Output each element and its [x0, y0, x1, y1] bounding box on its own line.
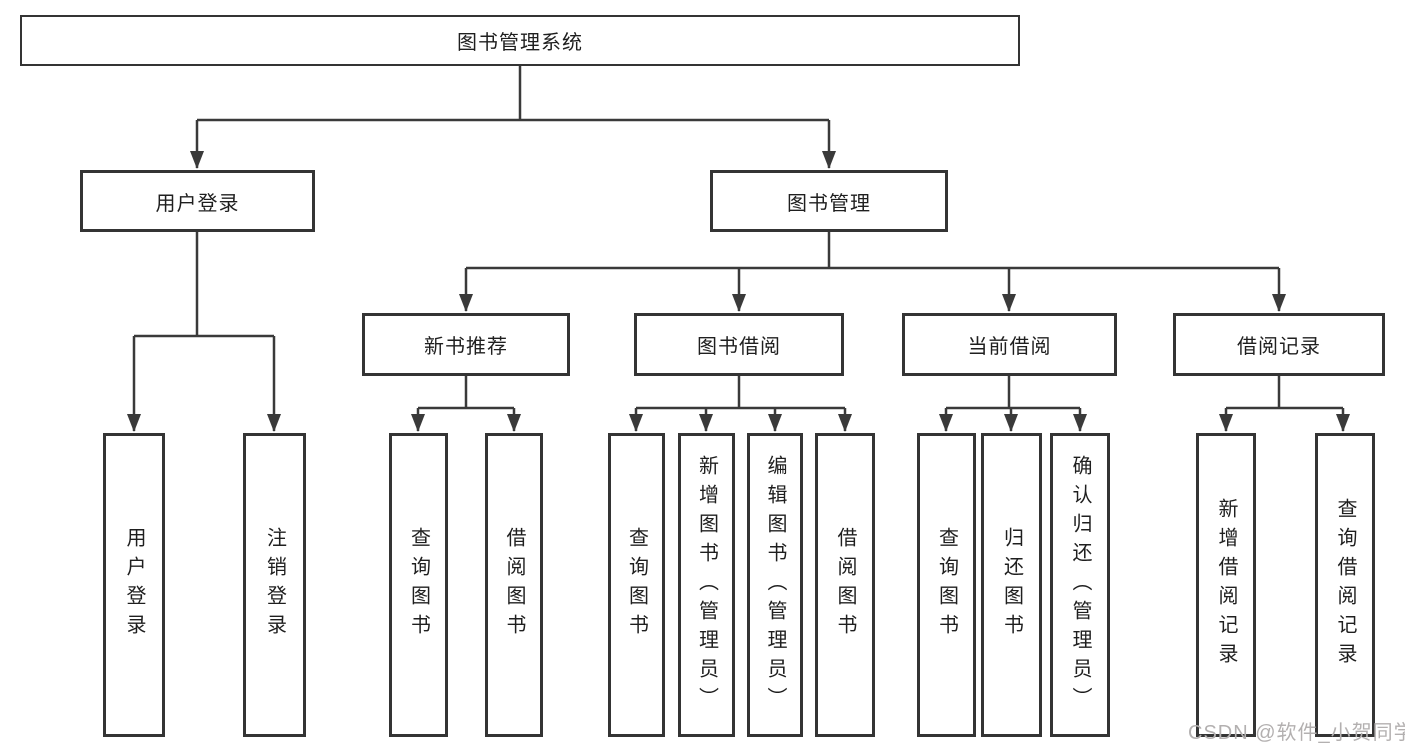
leaf-borrow-books: 借阅图书	[815, 433, 875, 737]
leaf-logout: 注销登录	[243, 433, 306, 737]
node-current-borrow: 当前借阅	[902, 313, 1117, 376]
edges-current-borrow	[939, 376, 1087, 432]
leaf-label: 借阅图书	[503, 527, 525, 643]
node-book-management: 图书管理	[710, 170, 948, 232]
leaf-label: 确认归还（管理员）	[1069, 454, 1091, 716]
edges-user-login	[127, 232, 281, 432]
leaf-query-books-current: 查询图书	[917, 433, 976, 737]
node-borrow-records: 借阅记录	[1173, 313, 1385, 376]
leaf-borrow-books-recommend: 借阅图书	[485, 433, 543, 737]
leaf-label: 新增图书（管理员）	[695, 454, 718, 716]
edges-book-borrow	[629, 376, 852, 432]
leaf-return-books: 归还图书	[981, 433, 1042, 737]
edges-borrow-records	[1219, 376, 1350, 432]
leaf-label: 查询图书	[935, 527, 958, 643]
edges-new-book-recommend	[411, 376, 521, 432]
leaf-add-borrow-record: 新增借阅记录	[1196, 433, 1256, 737]
leaf-label: 查询借阅记录	[1334, 498, 1356, 672]
leaf-user-login: 用户登录	[103, 433, 165, 737]
node-new-book-recommend: 新书推荐	[362, 313, 570, 376]
leaf-label: 借阅图书	[834, 527, 856, 643]
node-library-management-system: 图书管理系统	[20, 15, 1020, 66]
leaf-query-books-borrow: 查询图书	[608, 433, 665, 737]
edges-book-management	[459, 232, 1286, 312]
leaf-confirm-return-admin: 确认归还（管理员）	[1050, 433, 1110, 737]
leaf-add-books-admin: 新增图书（管理员）	[678, 433, 735, 737]
leaf-label: 编辑图书（管理员）	[764, 454, 786, 716]
edges-root	[190, 66, 836, 169]
watermark: CSDN @软件_小贺同学	[1188, 722, 1405, 744]
node-book-borrow: 图书借阅	[634, 313, 844, 376]
leaf-label: 查询图书	[407, 527, 430, 643]
leaf-label: 注销登录	[263, 527, 286, 643]
leaf-label: 新增借阅记录	[1215, 498, 1237, 672]
leaf-label: 归还图书	[1000, 527, 1023, 643]
leaf-label: 查询图书	[625, 527, 648, 643]
node-user-login: 用户登录	[80, 170, 315, 232]
leaf-edit-books-admin: 编辑图书（管理员）	[747, 433, 803, 737]
leaf-query-books-recommend: 查询图书	[389, 433, 448, 737]
leaf-query-borrow-record: 查询借阅记录	[1315, 433, 1375, 737]
leaf-label: 用户登录	[123, 527, 145, 643]
